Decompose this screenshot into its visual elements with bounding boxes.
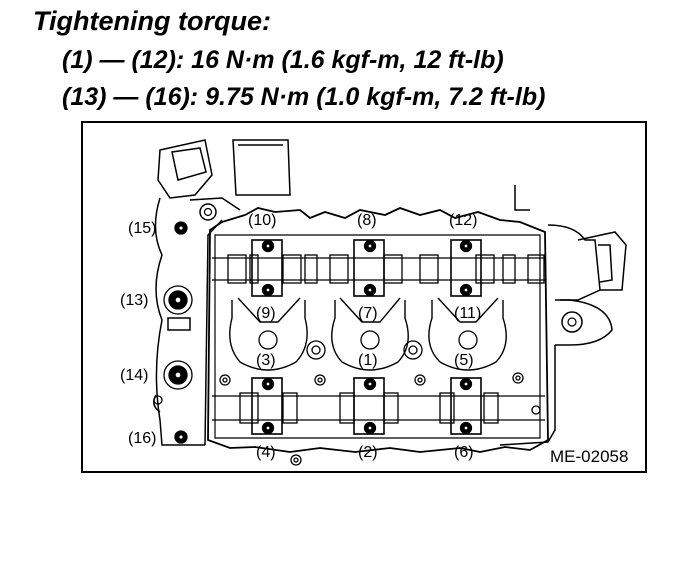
- bolt-label-6: (6): [454, 444, 474, 461]
- spark-plug-holes: [258, 330, 478, 350]
- bolt-7-icon: [363, 283, 377, 297]
- bolt-label-1: (1): [358, 352, 378, 369]
- bolt-8-icon: [363, 239, 377, 253]
- figure-code: ME-02058: [550, 447, 628, 466]
- lower-camshaft: [212, 377, 545, 435]
- bolt-label-10: (10): [248, 212, 276, 229]
- cylinder-head-outline: [207, 207, 549, 453]
- bolt-14-icon: [163, 360, 193, 390]
- bolt-1-icon: [363, 377, 377, 391]
- bolt-12-icon: [459, 239, 473, 253]
- torque-spec-line-bolts-1-12: (1) — (12): 16 N·m (1.6 kgf-m, 12 ft-lb): [62, 46, 504, 74]
- bolt-10-icon: [261, 239, 275, 253]
- bolt-3-icon: [261, 377, 275, 391]
- right-side-assembly: [499, 185, 627, 446]
- bolt-11-icon: [459, 283, 473, 297]
- left-pipe-stub-icon: [203, 207, 213, 217]
- left-pipe-stub-icon: [199, 203, 217, 221]
- bolt-label-3: (3): [256, 352, 276, 369]
- head-bolts-1-12: [261, 239, 473, 435]
- left-dowel-icon: [153, 395, 163, 405]
- head-bolts-13-16: [163, 221, 193, 444]
- right-mount-boss-icon: [561, 311, 583, 333]
- bolt-6-icon: [459, 421, 473, 435]
- bolt-5-icon: [459, 377, 473, 391]
- bolt-label-13: (13): [120, 292, 148, 309]
- torque-spec-line-bolts-13-16: (13) — (16): 9.75 N·m (1.0 kgf-m, 7.2 ft…: [62, 83, 546, 111]
- upper-camshaft: [212, 239, 545, 297]
- bolt-label-9: (9): [256, 305, 276, 322]
- bolt-label-16: (16): [128, 430, 156, 447]
- bolt-label-14: (14): [120, 367, 148, 384]
- bolt-label-12: (12): [449, 212, 477, 229]
- bolt-15-icon: [174, 221, 188, 235]
- bolt-label-2: (2): [358, 444, 378, 461]
- bolt-13-icon: [163, 285, 193, 315]
- bolt-label-5: (5): [454, 352, 474, 369]
- torque-spec-title: Tightening torque:: [33, 6, 271, 36]
- bolt-4-icon: [261, 421, 275, 435]
- bolt-label-11: (11): [454, 305, 481, 322]
- bolt-label-7: (7): [358, 305, 378, 322]
- bolt-9-icon: [261, 283, 275, 297]
- bolt-16-icon: [174, 430, 188, 444]
- bolt-label-15: (15): [128, 220, 156, 237]
- head-passage-holes: [219, 340, 524, 466]
- bolt-2-icon: [363, 421, 377, 435]
- bolt-label-8: (8): [357, 212, 377, 229]
- right-mount-boss-icon: [567, 317, 577, 327]
- bolt-label-4: (4): [256, 444, 276, 461]
- combustion-chambers: [229, 297, 507, 371]
- right-dowel-icon: [531, 405, 541, 415]
